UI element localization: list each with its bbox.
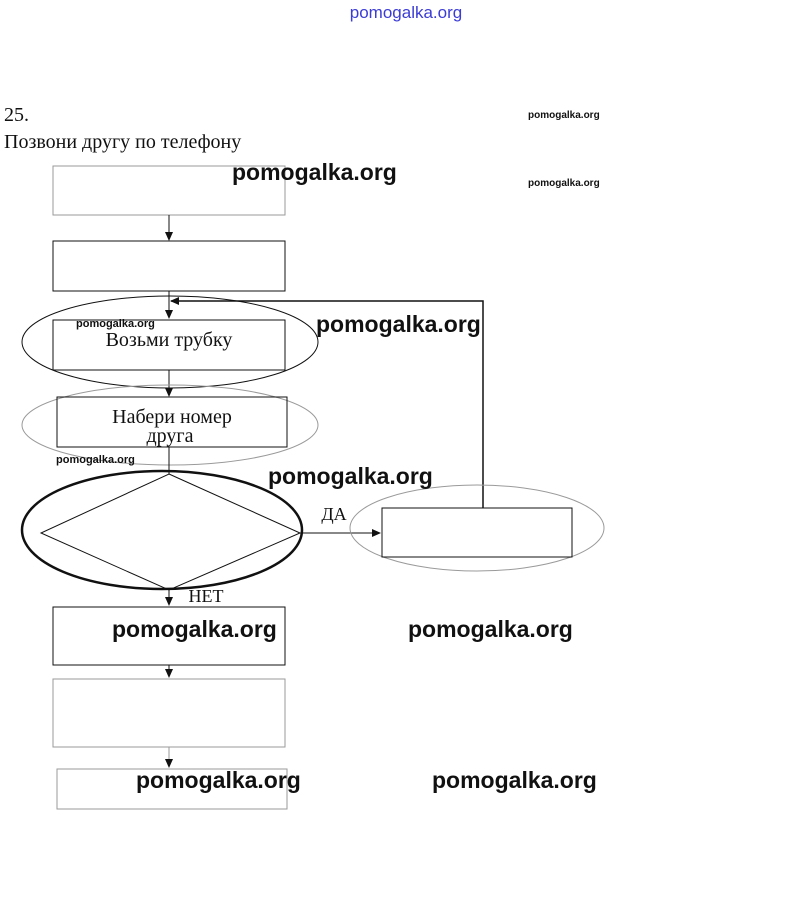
step-box-dial xyxy=(56,396,288,448)
site-link[interactable]: pomogalka.org xyxy=(350,3,462,22)
watermark-large: pomogalka.org xyxy=(268,463,433,489)
blank-step-box-4 xyxy=(52,678,286,748)
step-dial-label-line1: Набери номер xyxy=(112,406,232,428)
watermark-large: pomogalka.org xyxy=(136,767,301,793)
watermark-large: pomogalka.org xyxy=(232,159,397,185)
watermark-small: pomogalka.org xyxy=(76,318,155,330)
step-dial-label-line2: друга xyxy=(147,425,194,447)
no-branch-label: НЕТ xyxy=(189,586,224,606)
step-pick-up-label: Возьми трубку xyxy=(106,329,233,351)
watermark-large: pomogalka.org xyxy=(432,767,597,793)
watermark-small: pomogalka.org xyxy=(528,178,600,189)
highlight-ellipse-yes xyxy=(349,484,605,572)
task-number: 25. xyxy=(4,104,29,126)
watermark-large: pomogalka.org xyxy=(408,616,573,642)
loop-back-arrow xyxy=(170,297,484,508)
blank-step-box-yes xyxy=(381,507,573,558)
watermark-small: pomogalka.org xyxy=(528,110,600,121)
highlight-ellipse-decision xyxy=(20,469,304,591)
blank-step-box-5 xyxy=(56,768,288,810)
watermark-large: pomogalka.org xyxy=(112,616,277,642)
blank-step-box-2 xyxy=(52,240,286,292)
highlight-ellipse-dial xyxy=(21,384,319,466)
watermark-small: pomogalka.org xyxy=(56,454,135,466)
yes-branch-label: ДА xyxy=(321,504,346,524)
task-title: Позвони другу по телефону xyxy=(4,131,241,153)
watermark-large: pomogalka.org xyxy=(316,311,481,337)
